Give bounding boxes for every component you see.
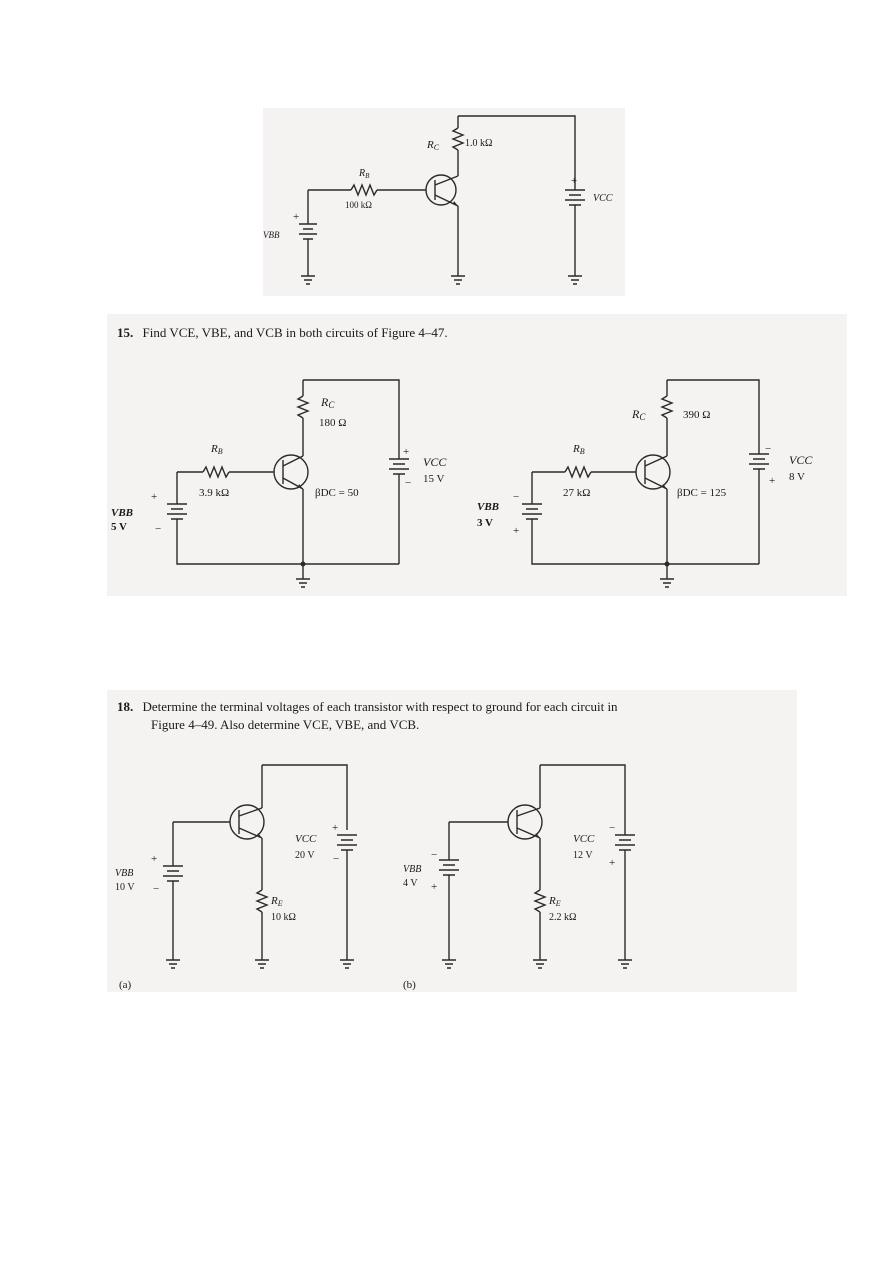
rc-symbol-label: RC [426, 139, 440, 152]
circuit-a-re-value: 10 kΩ [271, 912, 296, 923]
transistor [425, 174, 457, 206]
q15-circuits: RC 180 Ω RB 3.9 kΩ βDC = 50 + VBB 5 V − … [111, 379, 813, 588]
svg-text:+: + [609, 857, 615, 869]
vcc-label: VCC [593, 193, 613, 204]
circuit-a-label: (a) [119, 979, 132, 991]
q18-text: 18. Determine the terminal voltages of e… [117, 698, 618, 716]
rc-value-label: 1.0 kΩ [465, 138, 492, 149]
circuit-b-transistor [507, 804, 543, 840]
q18-panel: 18. Determine the terminal voltages of e… [107, 690, 797, 992]
rb-symbol-label: RB [358, 168, 370, 180]
figure-top-circuit: RC 1.0 kΩ RB 100 kΩ + VBB VCC + [263, 115, 613, 285]
circuit-a-vbb-label: VBB [115, 868, 133, 879]
svg-text:RB: RB [210, 443, 223, 456]
svg-text:RE: RE [270, 895, 283, 908]
svg-text:−: − [153, 883, 159, 895]
circuit-b-vbb-value: 4 V [403, 878, 418, 889]
circuit-b-re-resistor [533, 889, 547, 913]
q18-line2: Figure 4–49. Also determine VCE, VBE, an… [151, 717, 420, 732]
svg-text:+: + [431, 881, 437, 893]
right-vcc-label: VCC [789, 453, 813, 467]
right-vbb-label: VBB [477, 501, 499, 513]
circuit-b-vcc-value: 12 V [573, 850, 593, 861]
svg-text:RC: RC [631, 407, 646, 422]
svg-text:+: + [769, 475, 775, 487]
left-vbb-label: VBB [111, 507, 133, 519]
left-transistor [273, 454, 309, 490]
circuit-b-vbb-label: VBB [403, 864, 421, 875]
left-rc-resistor [296, 395, 310, 419]
svg-text:+: + [513, 525, 519, 537]
svg-text:+: + [403, 446, 409, 458]
q18-circuits: + VBB 10 V − RE 10 kΩ VCC 20 V + − (a) −… [115, 764, 635, 991]
left-vcc-label: VCC [423, 455, 447, 469]
rb-value-label: 100 kΩ [345, 200, 372, 210]
vbb-label: VBB [263, 230, 280, 240]
svg-text:+: + [571, 175, 577, 187]
circuit-a-transistor [229, 804, 265, 840]
svg-text:+: + [293, 211, 299, 223]
left-rb-resistor [202, 465, 230, 479]
right-rc-value: 390 Ω [683, 409, 710, 421]
circuit-a-vbb-value: 10 V [115, 882, 135, 893]
svg-text:RB: RB [572, 443, 585, 456]
svg-text:+: + [332, 822, 338, 834]
right-vbb-value: 3 V [477, 517, 493, 529]
svg-text:RC: RC [320, 395, 335, 410]
left-vbb-value: 5 V [111, 521, 127, 533]
q18-number: 18. [117, 699, 134, 714]
left-beta: βDC = 50 [315, 487, 359, 499]
rb-resistor [350, 183, 378, 197]
circuit-b-re-value: 2.2 kΩ [549, 912, 576, 923]
q15-question: Find VCE, VBE, and VCB in both circuits … [142, 325, 448, 340]
q15-number: 15. [117, 325, 134, 340]
left-rb-value: 3.9 kΩ [199, 487, 229, 499]
figure-top-panel: RC 1.0 kΩ RB 100 kΩ + VBB VCC + [263, 108, 625, 296]
right-transistor [635, 454, 671, 490]
svg-text:−: − [609, 822, 615, 834]
circuit-a-vcc-label: VCC [295, 833, 317, 845]
q15-text: 15. Find VCE, VBE, and VCB in both circu… [117, 324, 448, 342]
svg-text:RE: RE [548, 895, 561, 908]
right-rb-resistor [564, 465, 592, 479]
svg-text:−: − [765, 443, 771, 455]
circuit-b-vcc-label: VCC [573, 833, 595, 845]
svg-text:−: − [333, 853, 339, 865]
right-rb-value: 27 kΩ [563, 487, 590, 499]
rc-resistor [451, 127, 465, 151]
left-rc-value: 180 Ω [319, 417, 346, 429]
circuit-b-label: (b) [403, 979, 416, 991]
svg-text:+: + [151, 491, 157, 503]
q18-line1: Determine the terminal voltages of each … [142, 699, 618, 714]
right-beta: βDC = 125 [677, 487, 727, 499]
left-vcc-value: 15 V [423, 473, 445, 485]
right-rc-resistor [660, 395, 674, 419]
svg-text:−: − [431, 849, 437, 861]
svg-text:+: + [151, 853, 157, 865]
circuit-a-vcc-value: 20 V [295, 850, 315, 861]
svg-text:−: − [405, 477, 411, 489]
svg-text:−: − [155, 523, 161, 535]
q15-panel: 15. Find VCE, VBE, and VCB in both circu… [107, 314, 847, 596]
right-vcc-value: 8 V [789, 471, 805, 483]
circuit-a-re-resistor [255, 889, 269, 913]
svg-text:−: − [513, 491, 519, 503]
